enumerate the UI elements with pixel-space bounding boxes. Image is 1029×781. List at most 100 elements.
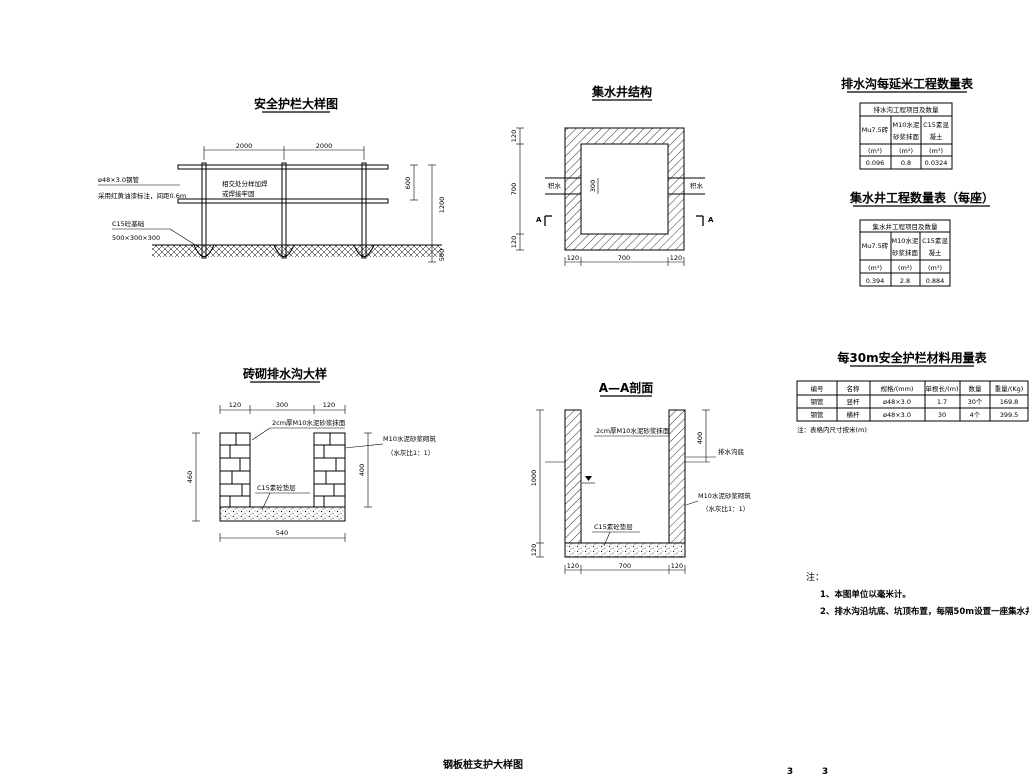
railing-dim-600: 600 — [404, 177, 412, 189]
table-rail-note: 注：表格内尺寸按米(m) — [797, 425, 867, 434]
sheet-number: 3 — [787, 767, 793, 777]
table-well-unit2: (m²) — [898, 264, 912, 272]
table-ditch-col1: Mu7.5砖 — [862, 125, 889, 134]
railing-detail: 安全护栏大样图 2000 2000 ø48×3.0钢管 采用红黄油漆标注，间距0… — [98, 96, 446, 263]
table-rail-h1: 名称 — [847, 384, 861, 393]
table-ditch-v3: 0.0324 — [925, 159, 948, 167]
drawing-title: 钢板桩支护大样图 — [443, 758, 523, 771]
section-left-wall — [564, 409, 582, 544]
table-rail-r1c5: 399.5 — [1000, 411, 1019, 419]
table-well-col1: Mu7.5砖 — [862, 241, 889, 250]
well-structure: 集水井结构 积水 积水 300 A A 120 700 120 12 — [510, 84, 714, 266]
section-dim-1000: 1000 — [530, 470, 538, 487]
mid-rail — [177, 198, 389, 204]
well-inlet-left: 积水 — [548, 181, 562, 190]
section-bdim-left: 120 — [567, 562, 579, 570]
well-walls — [564, 127, 685, 251]
ditch-mortar2: （水灰比1：1） — [387, 448, 434, 457]
table-rail-h0: 编号 — [811, 384, 825, 393]
ditch-dim-400: 400 — [358, 464, 366, 476]
well-sec-right: A — [708, 216, 714, 224]
ditch-plaster-label: 2cm厚M10水泥砂浆抹面 — [272, 418, 346, 427]
ditch-left-wall — [219, 432, 251, 508]
table-ditch-col2b: 砂浆抹面 — [893, 132, 920, 141]
railing-ground — [152, 245, 442, 257]
railing-dim-span2: 2000 — [316, 142, 333, 150]
table-well-unit3: (m³) — [928, 264, 942, 272]
section-mortar1: M10水泥砂浆砌筑 — [698, 491, 751, 500]
section-mortar2: （水灰比1：1） — [702, 504, 749, 513]
table-rail-h5: 重量/(Kg) — [995, 385, 1024, 393]
well-dim-mid: 700 — [510, 183, 518, 195]
table-well-col3a: C15素混 — [922, 236, 948, 245]
notes-heading: 注： — [806, 571, 824, 583]
table-rail-h4: 数量 — [969, 384, 983, 393]
ditch-dim-540: 540 — [276, 529, 288, 537]
table-rail: 每30m安全护栏材料用量表 编号 名称 规格/(mm) 单根长/(m) 数量 重… — [796, 350, 1029, 434]
table-rail-r0c3: 1.7 — [937, 398, 947, 406]
well-title: 集水井结构 — [591, 84, 652, 99]
section-dim-120: 120 — [530, 544, 538, 556]
section-dim-400: 400 — [696, 432, 704, 444]
table-ditch-unit3: (m³) — [929, 147, 943, 155]
title-block: 钢板桩支护大样图 3 3 — [443, 758, 828, 777]
table-rail-r0c5: 169.8 — [1000, 398, 1019, 406]
table-rail-r0c1: 竖杆 — [847, 397, 861, 406]
ditch-base — [219, 506, 346, 522]
table-rail-h3: 单根长/(m) — [925, 384, 958, 393]
table-ditch-title: 排水沟每延米工程数量表 — [841, 76, 974, 91]
railing-dim-1200: 1200 — [438, 197, 446, 214]
post-2 — [281, 162, 287, 259]
railing-base-label1: C15砼基础 — [112, 219, 145, 228]
general-notes: 注： 1、本图单位以毫米计。 2、排水沟沿坑底、坑顶布置，每隔50m设置一座集水… — [806, 571, 1029, 617]
table-rail-r0c0: 钢管 — [811, 397, 825, 406]
railing-dim-500: 500 — [438, 249, 446, 261]
ditch-dim-c: 120 — [323, 401, 335, 409]
notes-item1: 1、本图单位以毫米计。 — [820, 589, 911, 600]
table-rail-r0c4: 30个 — [968, 398, 983, 406]
section-bdim-mid: 700 — [619, 562, 631, 570]
well-sec-left: A — [536, 216, 542, 224]
table-well-title: 集水井工程数量表（每座） — [849, 190, 994, 205]
table-well-header: 集水井工程项目及数量 — [873, 222, 939, 231]
well-dim-300: 300 — [589, 180, 597, 192]
table-ditch-v1: 0.096 — [866, 159, 885, 167]
table-well-v1: 0.394 — [866, 277, 885, 285]
table-rail-r1c2: ø48×3.0 — [883, 411, 911, 419]
well-inlet-right: 积水 — [690, 181, 704, 190]
section-aa: A—A剖面 2cm厚M10水泥砂浆抹面 排水沟底 M10水泥砂浆砌筑 （水灰比1… — [530, 380, 751, 574]
post-3 — [361, 162, 367, 259]
table-ditch-col3a: C15素混 — [923, 120, 949, 129]
ditch-title: 砖砌排水沟大样 — [243, 366, 327, 381]
table-rail-r1c0: 钢管 — [811, 410, 825, 419]
railing-dim-span1: 2000 — [236, 142, 253, 150]
table-ditch-unit1: (m³) — [868, 147, 882, 155]
well-bdim-right: 120 — [670, 254, 682, 262]
well-bdim-left: 120 — [567, 254, 579, 262]
ditch-dim-b: 300 — [276, 401, 288, 409]
section-title: A—A剖面 — [599, 380, 654, 395]
railing-cross-note1: 相交处分样加焊 — [222, 179, 268, 188]
ditch-base-label: C15素砼垫层 — [257, 483, 296, 492]
table-well-col2a: M10水泥 — [892, 236, 919, 245]
table-ditch-col2a: M10水泥 — [893, 120, 920, 129]
section-right-wall — [668, 409, 686, 544]
table-ditch-header: 排水沟工程项目及数量 — [874, 105, 940, 114]
ditch-mortar1: M10水泥砂浆砌筑 — [383, 434, 436, 443]
section-bdim-right: 120 — [671, 562, 683, 570]
table-rail-r1c3: 30 — [938, 411, 946, 419]
table-ditch: 排水沟每延米工程数量表 排水沟工程项目及数量 Mu7.5砖 M10水泥 砂浆抹面… — [841, 76, 974, 170]
well-bdim-mid: 700 — [618, 254, 630, 262]
post-1 — [201, 162, 207, 259]
section-plaster-label: 2cm厚M10水泥砂浆抹面 — [596, 426, 670, 435]
table-well: 集水井工程数量表（每座） 集水井工程项目及数量 Mu7.5砖 M10水泥 砂浆抹… — [849, 190, 994, 287]
section-base — [564, 542, 686, 558]
section-base-label: C15素砼垫层 — [594, 522, 633, 531]
table-ditch-v2: 0.8 — [901, 159, 911, 167]
ditch-detail: 砖砌排水沟大样 120 300 120 — [186, 366, 436, 542]
table-well-v2: 2.8 — [900, 277, 910, 285]
railing-pipe-label: ø48×3.0钢管 — [98, 175, 140, 184]
railing-title: 安全护栏大样图 — [254, 96, 338, 111]
ditch-right-wall — [313, 432, 346, 508]
